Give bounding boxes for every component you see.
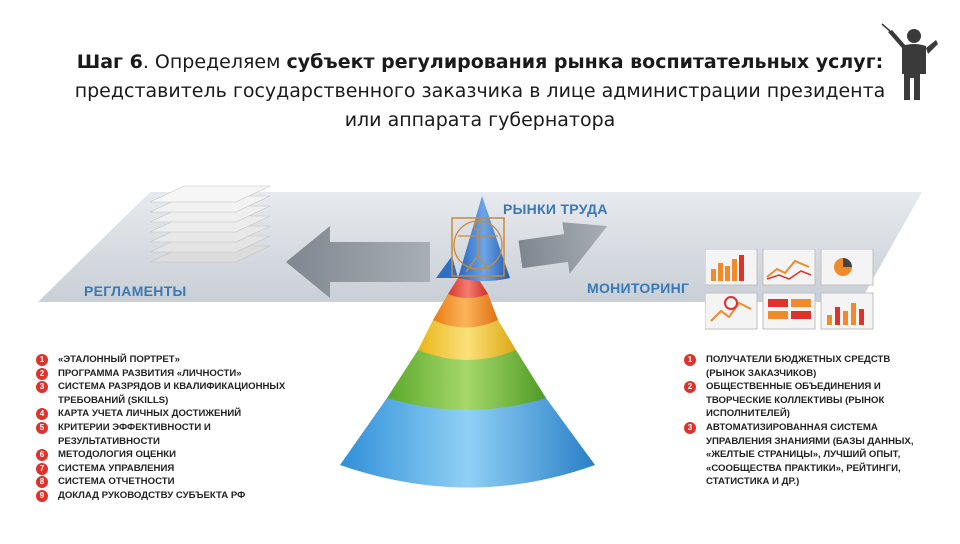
list-item-text: ПОЛУЧАТЕЛИ БЮДЖЕТНЫХ СРЕДСТВ (РЫНОК ЗАКА… [706,354,891,379]
number-badge: 1 [36,354,48,366]
list-item-text: КАРТА УЧЕТА ЛИЧНЫХ ДОСТИЖЕНИЙ [58,408,242,420]
right-list: 1 ПОЛУЧАТЕЛИ БЮДЖЕТНЫХ СРЕДСТВ (РЫНОК ЗАК… [684,353,916,489]
list-item-text: МЕТОДОЛОГИЯ ОЦЕНКИ [58,449,177,461]
vitruvian-man-icon [451,217,505,277]
number-badge: 2 [36,367,48,380]
list-item-text: СИСТЕМА РАЗРЯДОВ И КВАЛИФИКАЦИОННЫХ ТРЕБ… [58,381,286,406]
conductor-icon [881,23,938,100]
list-item: 3 СИСТЕМА РАЗРЯДОВ И КВАЛИФИКАЦИОННЫХ ТРЕ… [36,380,298,407]
left-arrow-icon [286,226,430,298]
list-item: 1 ПОЛУЧАТЕЛИ БЮДЖЕТНЫХ СРЕДСТВ (РЫНОК ЗАК… [684,353,916,380]
list-item: 8 СИСТЕМА ОТЧЕТНОСТИ [36,475,298,489]
list-item: 7 СИСТЕМА УПРАВЛЕНИЯ [36,462,298,476]
list-item: 4 КАРТА УЧЕТА ЛИЧНЫХ ДОСТИЖЕНИЙ [36,407,298,421]
number-badge: 7 [36,462,48,475]
number-badge: 8 [36,476,48,489]
list-item: 2 ПРОГРАММА РАЗВИТИЯ «ЛИЧНОСТИ» [36,367,298,381]
pyramid-level-1 [340,398,595,488]
list-item-text: СИСТЕМА УПРАВЛЕНИЯ [58,462,175,474]
step-bold: субъект регулирования рынка воспитательн… [286,51,884,73]
list-item: 6 МЕТОДОЛОГИЯ ОЦЕНКИ [36,448,298,462]
title-line-3: или аппарата губернатора [344,109,616,131]
pyramid-level-3 [418,320,516,360]
label-labor-markets: РЫНКИ ТРУДА [503,201,608,217]
number-badge: 6 [36,449,48,462]
slide-title: Шаг 6. Определяем субъект регулирования … [0,48,960,135]
monitoring-charts [704,248,875,331]
number-badge: 3 [684,421,696,434]
pyramid-level-4 [433,294,498,328]
list-item: 2 ОБЩЕСТВЕННЫЕ ОБЪЕДИНЕНИЯ И ТВОРЧЕСКИЕ К… [684,380,916,421]
number-badge: 4 [36,408,48,421]
charts-icon [704,248,874,330]
list-item-text: «ЭТАЛОННЫЙ ПОРТРЕТ» [58,354,180,365]
number-badge: 5 [36,421,48,434]
document-stack-icon [149,185,271,263]
list-item-text: ДОКЛАД РУКОВОДСТВУ СУБЪЕКТА РФ [58,489,246,501]
pyramid-level-5 [448,278,488,298]
number-badge: 3 [36,381,48,394]
list-item: 9 ДОКЛАД РУКОВОДСТВУ СУБЪЕКТА РФ [36,489,298,503]
number-badge: 2 [684,381,696,394]
label-monitoring: МОНИТОРИНГ [587,280,690,296]
number-badge: 1 [684,354,696,366]
pyramid [340,196,595,488]
list-item-text: СИСТЕМА ОТЧЕТНОСТИ [58,476,175,488]
number-badge: 9 [36,489,48,502]
list-item: 5 КРИТЕРИИ ЭФФЕКТИВНОСТИ И РЕЗУЛЬТАТИВНОС… [36,421,298,448]
right-arrow-icon [518,222,608,274]
label-regulations: РЕГЛАМЕНТЫ [84,283,187,299]
list-item-text: ПРОГРАММА РАЗВИТИЯ «ЛИЧНОСТИ» [58,367,242,379]
list-item: 1 «ЭТАЛОННЫЙ ПОРТРЕТ» [36,353,298,367]
list-item: 3 АВТОМАТИЗИРОВАННАЯ СИСТЕМА УПРАВЛЕНИЯ З… [684,421,916,489]
list-item-text: ОБЩЕСТВЕННЫЕ ОБЪЕДИНЕНИЯ И ТВОРЧЕСКИЕ КО… [706,381,885,420]
title-line-2: представитель государственного заказчика… [74,80,886,102]
step-rest: . Определяем [142,51,287,73]
pyramid-level-2 [387,350,546,410]
list-item-text: КРИТЕРИИ ЭФФЕКТИВНОСТИ И РЕЗУЛЬТАТИВНОСТ… [58,421,211,447]
list-item-text: АВТОМАТИЗИРОВАННАЯ СИСТЕМА УПРАВЛЕНИЯ ЗН… [706,421,914,488]
step-prefix: Шаг 6 [76,51,143,73]
left-list: 1 «ЭТАЛОННЫЙ ПОРТРЕТ» 2 ПРОГРАММА РАЗВИТИЯ … [36,353,298,503]
